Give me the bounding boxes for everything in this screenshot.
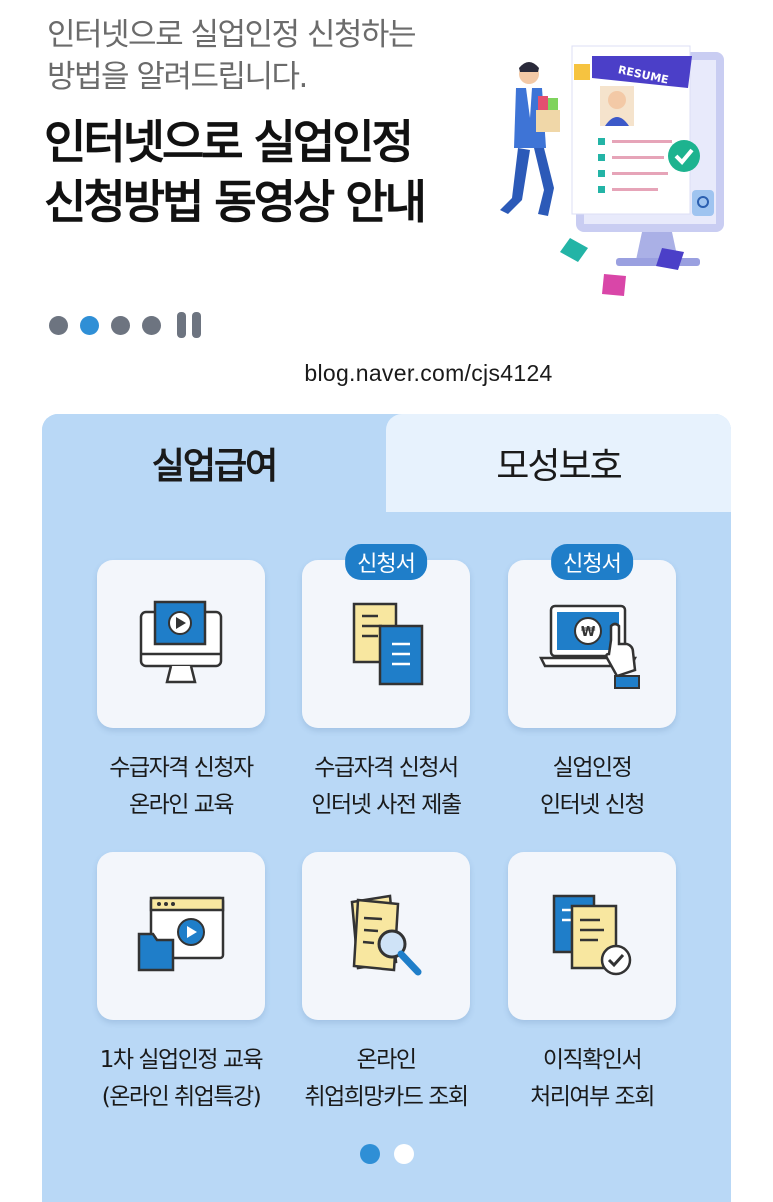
service-card[interactable] [302,852,470,1020]
service-card[interactable]: 신청서 [302,544,470,728]
svg-text:₩: ₩ [581,625,596,640]
service-label: 1차 실업인정 교육(온라인 취업특강) [99,1047,264,1110]
monitor-play-icon [139,600,223,684]
service-card[interactable] [508,852,676,1020]
laptop-touch-icon: ₩ [538,604,640,689]
watermark-url: blog.naver.com/cjs4124 [304,360,553,386]
tab-maternity-protection[interactable]: 모성보호 [386,414,731,512]
documents-icon [352,602,424,686]
page-dot[interactable] [393,1144,414,1164]
video-folder-icon [137,896,225,972]
carousel-dot[interactable] [142,315,161,335]
banner-title: 인터넷으로 실업인정 신청방법 동영상 안내 [44,115,427,229]
tab-unemployment-benefit[interactable]: 실업급여 [42,414,386,512]
service-card[interactable]: 신청서 ₩ [508,544,676,728]
carousel-dot[interactable] [111,315,130,335]
grid-page-indicator [42,1144,731,1164]
carousel-dot-active[interactable] [80,315,99,335]
service-card[interactable] [97,560,265,728]
banner-slide[interactable]: 인터넷으로 실업인정 신청하는 방법을 알려드립니다. 인터넷으로 실업인정 신… [0,0,773,400]
service-card[interactable] [97,852,265,1020]
application-form-badge: 신청서 [345,544,427,580]
pause-icon[interactable] [177,312,201,338]
carousel-dot[interactable] [49,315,68,335]
banner-subtitle: 인터넷으로 실업인정 신청하는 방법을 알려드립니다. [47,17,416,95]
resume-monitor-illustration: RESUME [500,45,724,296]
service-item-first-education[interactable]: 1차 실업인정 교육(온라인 취업특강) [78,852,284,1116]
page-dot-active[interactable] [359,1144,380,1164]
document-search-icon [350,894,422,976]
application-form-badge: 신청서 [551,544,633,580]
banner-carousel-indicator [49,312,201,338]
document-check-icon [552,894,632,976]
